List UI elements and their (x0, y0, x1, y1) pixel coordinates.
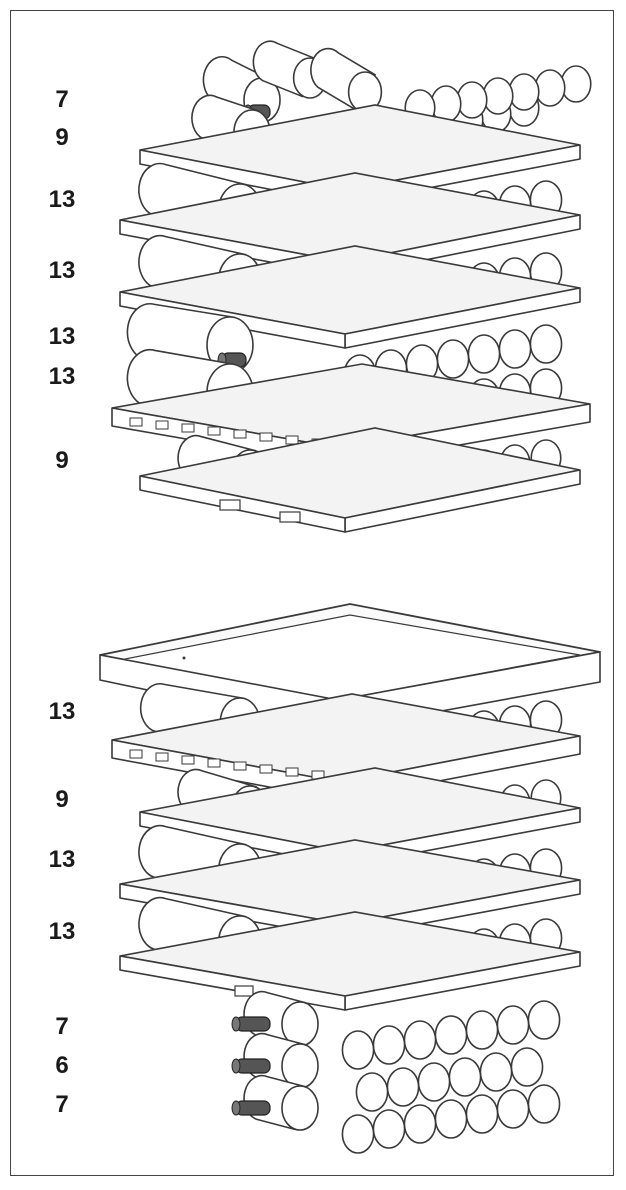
lower-row-4-count: 13 (48, 918, 76, 945)
bottle-base (496, 1005, 530, 1045)
bottle-base (417, 1062, 451, 1102)
bottle-base (496, 1089, 530, 1129)
bottle-neck (235, 1058, 271, 1074)
bottle-base (560, 65, 592, 103)
bottle-base (529, 324, 563, 364)
upper-row-3-count: 13 (48, 186, 76, 213)
upper-row-2-count: 9 (55, 124, 69, 151)
bottle-base (436, 339, 470, 379)
upper-shelf-3 (119, 245, 581, 349)
bottle-base (465, 1010, 499, 1050)
shelf-foot (219, 499, 241, 511)
bottle-base (403, 1020, 437, 1060)
shelf-side-edge (119, 955, 346, 1011)
shelf-slot (207, 758, 221, 768)
upper-row-6-count: 13 (48, 363, 76, 390)
shelf-slot (129, 417, 143, 427)
tray-dot (182, 656, 186, 660)
bottle-cap (231, 1016, 241, 1032)
bottle-base (386, 1067, 420, 1107)
bottle-base (527, 1084, 561, 1124)
bottle-base (281, 1085, 319, 1131)
bottle-neck (235, 1100, 271, 1116)
bottle-base (498, 329, 532, 369)
bottle-base (456, 81, 488, 119)
bottle-base (527, 1000, 561, 1040)
shelf-slot (233, 429, 247, 439)
bottle-base (510, 1047, 544, 1087)
bottle-base (479, 1052, 513, 1092)
shelf-slot (155, 752, 169, 762)
shelf-slot (285, 435, 299, 445)
bottle-cap (231, 1058, 241, 1074)
lower-row-6-count: 6 (55, 1052, 69, 1079)
upper-row-5-count: 13 (48, 323, 76, 350)
shelf-slot (259, 432, 273, 442)
shelf-foot (234, 985, 254, 997)
bottle-base (372, 1025, 406, 1065)
bottle-base (534, 69, 566, 107)
shelf-slot (259, 764, 273, 774)
upper-row-1-count: 7 (55, 86, 69, 113)
bottle-base (372, 1109, 406, 1149)
bottle-base (482, 77, 514, 115)
lower-row-1-count: 13 (48, 698, 76, 725)
shelf-slot (155, 420, 169, 430)
upper-row-4-count: 13 (48, 257, 76, 284)
lower-floor-stack (231, 990, 561, 1154)
shelf-slot (207, 426, 221, 436)
lower-row-2-count: 9 (55, 786, 69, 813)
bottle-base (341, 1114, 375, 1154)
shelf-foot (279, 511, 301, 523)
bottle-base (341, 1030, 375, 1070)
bottle-base (434, 1099, 468, 1139)
bottle-base (434, 1015, 468, 1055)
shelf-slot (233, 761, 247, 771)
bottle-base (467, 334, 501, 374)
bottle-base (355, 1072, 389, 1112)
lower-shelf-4 (119, 911, 581, 1011)
bottle-base (465, 1094, 499, 1134)
lower-row-5-count: 7 (55, 1013, 69, 1040)
shelf-slot (285, 767, 299, 777)
bottle-cap (231, 1100, 241, 1116)
upper-shelf-5 (139, 427, 581, 533)
bottle-base (403, 1104, 437, 1144)
bottle-base (448, 1057, 482, 1097)
upper-row-7-count: 9 (55, 447, 69, 474)
lower-row-7-count: 7 (55, 1091, 69, 1118)
bottle-neck (235, 1016, 271, 1032)
shelf-slot (129, 749, 143, 759)
shelf-slot (181, 755, 195, 765)
shelf-slot (181, 423, 195, 433)
lower-row-3-count: 13 (48, 846, 76, 873)
bottle-base (508, 73, 540, 111)
